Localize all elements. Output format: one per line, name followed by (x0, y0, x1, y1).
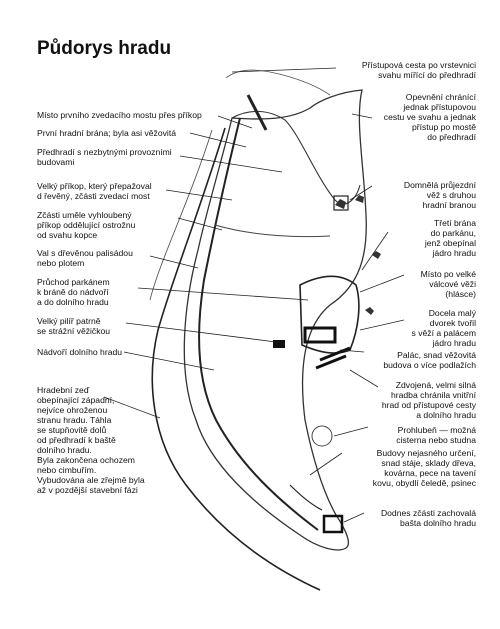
label-round-tower: Místo po velké válcové věži (hlásce) (420, 269, 476, 299)
outbuildings (289, 484, 323, 511)
palisade (299, 275, 360, 354)
figure-title: Půdorys hradu (37, 38, 172, 59)
label-pillar: Velký pilíř patrně se strážní věžičkou (37, 316, 111, 336)
moat (214, 224, 331, 238)
access-path (225, 69, 331, 96)
label-great-moat: Velký příkop, který přepažoval d řevěný,… (37, 181, 152, 201)
gate-tower (333, 195, 349, 211)
cistern (311, 425, 333, 447)
bastion (322, 514, 344, 534)
outer-wall-line (198, 117, 319, 531)
double-wall (315, 346, 351, 370)
label-bastion: Dodnes zčásti zachovalá bašta dolního hr… (380, 508, 476, 528)
forecourt (231, 110, 361, 205)
label-double-wall: Zdvojená, velmi silná hradba chránila vn… (381, 380, 476, 420)
label-outbuildings: Budovy nejasného určení, snad stáje, skl… (372, 448, 476, 488)
palace (303, 326, 337, 344)
label-first-drawbridge: Místo prvního zvedacího mostu přes příko… (37, 110, 202, 120)
rocks (335, 195, 381, 315)
outer-outline (183, 89, 367, 551)
label-curtain-wall: Hradební zeď obepínající západní, nejvíc… (37, 385, 145, 495)
label-small-courtyard: Docela malý dvorek tvořil s věží a palác… (411, 308, 476, 348)
pillar (273, 340, 285, 348)
bridge (246, 94, 268, 131)
label-first-gate: První hradní brána; byla asi věžovitá (37, 128, 177, 138)
label-artificial-moat: Zčásti uměle vyhloubený příkop oddělujíc… (37, 210, 136, 240)
label-forecourt: Předhradí s nezbytnými provozními budova… (37, 147, 172, 167)
valley-line (151, 127, 321, 591)
label-palace: Palác, snad věžovitá budova o více podla… (383, 350, 476, 370)
label-gate-tower: Domnělá průjezdní věž s druhou hradní br… (403, 180, 476, 210)
label-passage: Průchod parkánem k bráně do nádvoří a do… (37, 277, 110, 307)
label-access-road: Přístupová cesta po vrstevnici svahu míř… (361, 60, 476, 80)
valley-line-2 (149, 129, 213, 301)
label-lower-courtyard: Nádvoří dolního hradu (37, 347, 123, 357)
label-rampart: Val s dřevěnou palisádou nebo plotem (37, 248, 133, 268)
label-fortification: Opevnění chránící jednak přístupovou ces… (383, 92, 476, 142)
leader-lines (103, 67, 405, 523)
label-cistern: Prohlubeň — možná cisterna nebo studna (396, 425, 476, 445)
label-third-gate: Třetí brána do parkánu, jenž obepínal já… (424, 218, 476, 258)
